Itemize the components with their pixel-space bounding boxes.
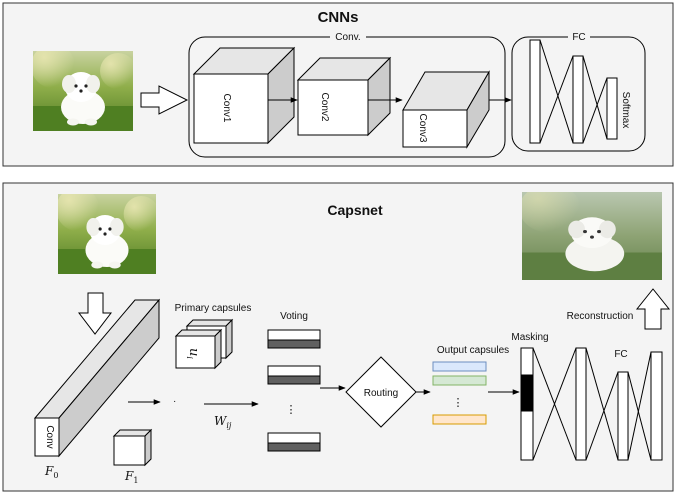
output-capsule-blue — [432, 361, 487, 372]
decoder-fc-edge — [532, 347, 577, 461]
cnn-fc-edge — [539, 55, 574, 144]
routing-diamond — [345, 356, 417, 428]
f1-label: F1 — [124, 469, 138, 485]
capsnet-conv-label: Conv — [44, 425, 55, 448]
cnn-fc-edge — [582, 77, 608, 144]
capsnet-input-dog-image — [56, 187, 159, 274]
cnn-title: CNNs — [318, 9, 359, 26]
output-capsule-orange — [432, 414, 487, 425]
conv1-label: Conv1 — [221, 94, 232, 123]
routing-label: Routing — [364, 388, 398, 399]
output-capsules-label: Output capsules — [437, 345, 509, 356]
wij-label: Wij — [214, 414, 232, 430]
ui-label: ui — [185, 348, 201, 359]
output-capsule-green — [432, 375, 487, 386]
decoder-fc-label: FC — [614, 349, 627, 360]
f1-cube — [112, 428, 153, 467]
conv3-cube: Conv3 — [402, 70, 490, 149]
softmax-label: Softmax — [620, 92, 631, 129]
decoder-fc-layers — [520, 347, 663, 461]
decoder-fc-edge — [627, 351, 652, 461]
fc-group-label: FC — [572, 32, 585, 43]
conv2-cube: Conv2 — [296, 56, 392, 137]
masking-label: Masking — [511, 332, 548, 343]
capsnet-title: Capsnet — [327, 202, 383, 218]
conv1-cube: Conv1 — [192, 46, 296, 145]
conv-group-label-bg — [330, 31, 366, 41]
cnn-fc-layer-3 — [606, 77, 618, 140]
conv3-label: Conv3 — [417, 114, 428, 143]
decoder-fc-edge — [585, 347, 619, 461]
capsnet-input-hollow-arrow — [77, 292, 113, 335]
voting-bars — [267, 329, 321, 452]
vote-bar-2 — [267, 365, 321, 385]
conv2-label: Conv2 — [319, 93, 330, 122]
capsnet-conv-slab: Conv — [33, 298, 161, 458]
decoder-fc-layer-3 — [650, 351, 663, 461]
cnn-panel: CNNs Conv. Conv1 Conv2 — [2, 2, 674, 167]
conv-group-label-text: Conv. — [335, 32, 360, 43]
vote-bar-3 — [267, 432, 321, 452]
output-capsules-dots: ⋮ — [453, 397, 464, 409]
decoder-fc-edge — [627, 371, 652, 461]
cnn-fc-layers — [529, 39, 618, 144]
masking-active-segment — [520, 374, 534, 412]
cnn-fc-edge — [582, 55, 608, 140]
reconstructed-dog-image — [522, 192, 662, 280]
fc-group-label-bg — [568, 31, 590, 41]
primary-capsules-label: Primary capsules — [175, 303, 252, 314]
decoder-fc-edge — [585, 371, 619, 461]
decoder-fc-layer-2 — [617, 371, 629, 461]
cnn-fc-layer-1 — [529, 39, 541, 144]
cnn-fc-layer-2 — [572, 55, 584, 144]
reconstruction-hollow-arrow — [635, 288, 671, 330]
cnn-input-hollow-arrow — [140, 85, 189, 115]
primary-capsules-dot: · — [173, 396, 176, 407]
decoder-fc-layer-1 — [575, 347, 587, 461]
primary-capsule-stack — [174, 318, 234, 370]
voting-label: Voting — [280, 311, 308, 322]
f0-label: F0 — [44, 464, 58, 480]
voting-dots: ⋮ — [286, 404, 297, 416]
capsnet-panel: Capsnet Conv F0 F1 Primary capsules — [2, 182, 674, 492]
vote-bar-1 — [267, 329, 321, 349]
cnn-input-dog-image — [31, 44, 136, 131]
cnn-fc-edge — [539, 39, 574, 144]
reconstruction-label: Reconstruction — [567, 311, 634, 322]
